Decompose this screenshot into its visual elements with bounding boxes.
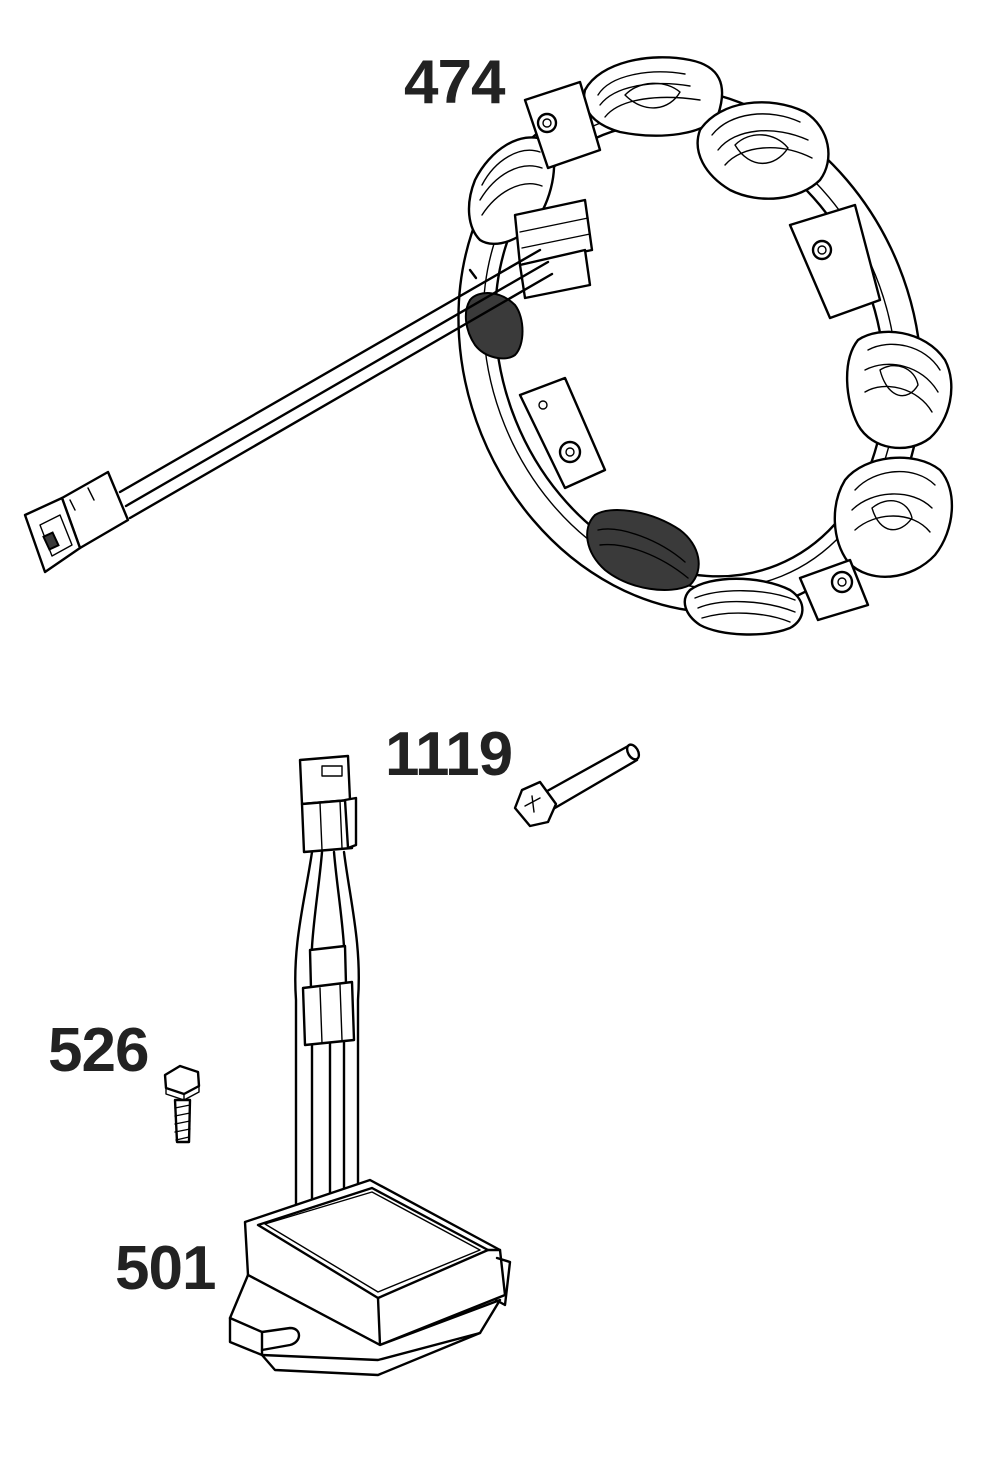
stator-coil-bottom-left — [586, 509, 700, 591]
stator-coil-upper-right — [696, 101, 830, 200]
stator-connector — [23, 470, 130, 574]
stator-mount-tab-right — [788, 203, 882, 320]
stator-coil-left — [464, 292, 524, 360]
part-label-stator: 474 — [404, 48, 505, 117]
part-label-regulator: 501 — [115, 1234, 216, 1303]
stator-coil-top — [582, 56, 724, 137]
stator-wire-clamp — [513, 198, 594, 300]
part-label-screw: 1119 — [385, 720, 513, 789]
stator-coil-bottom — [683, 577, 804, 636]
stator-coil-lower-right — [833, 456, 953, 578]
screw-1119 — [513, 743, 641, 828]
regulator-501 — [228, 754, 512, 1377]
stator-coil-right — [845, 330, 953, 450]
part-label-bolt: 526 — [48, 1016, 149, 1085]
stator-mount-tab-bottom — [798, 558, 870, 622]
stator-mount-tab-left — [518, 376, 607, 490]
stator-lead-wires — [118, 248, 554, 520]
bolt-526 — [163, 1064, 201, 1144]
stator-assembly — [23, 56, 953, 636]
stator-mount-tab-top — [523, 80, 602, 170]
